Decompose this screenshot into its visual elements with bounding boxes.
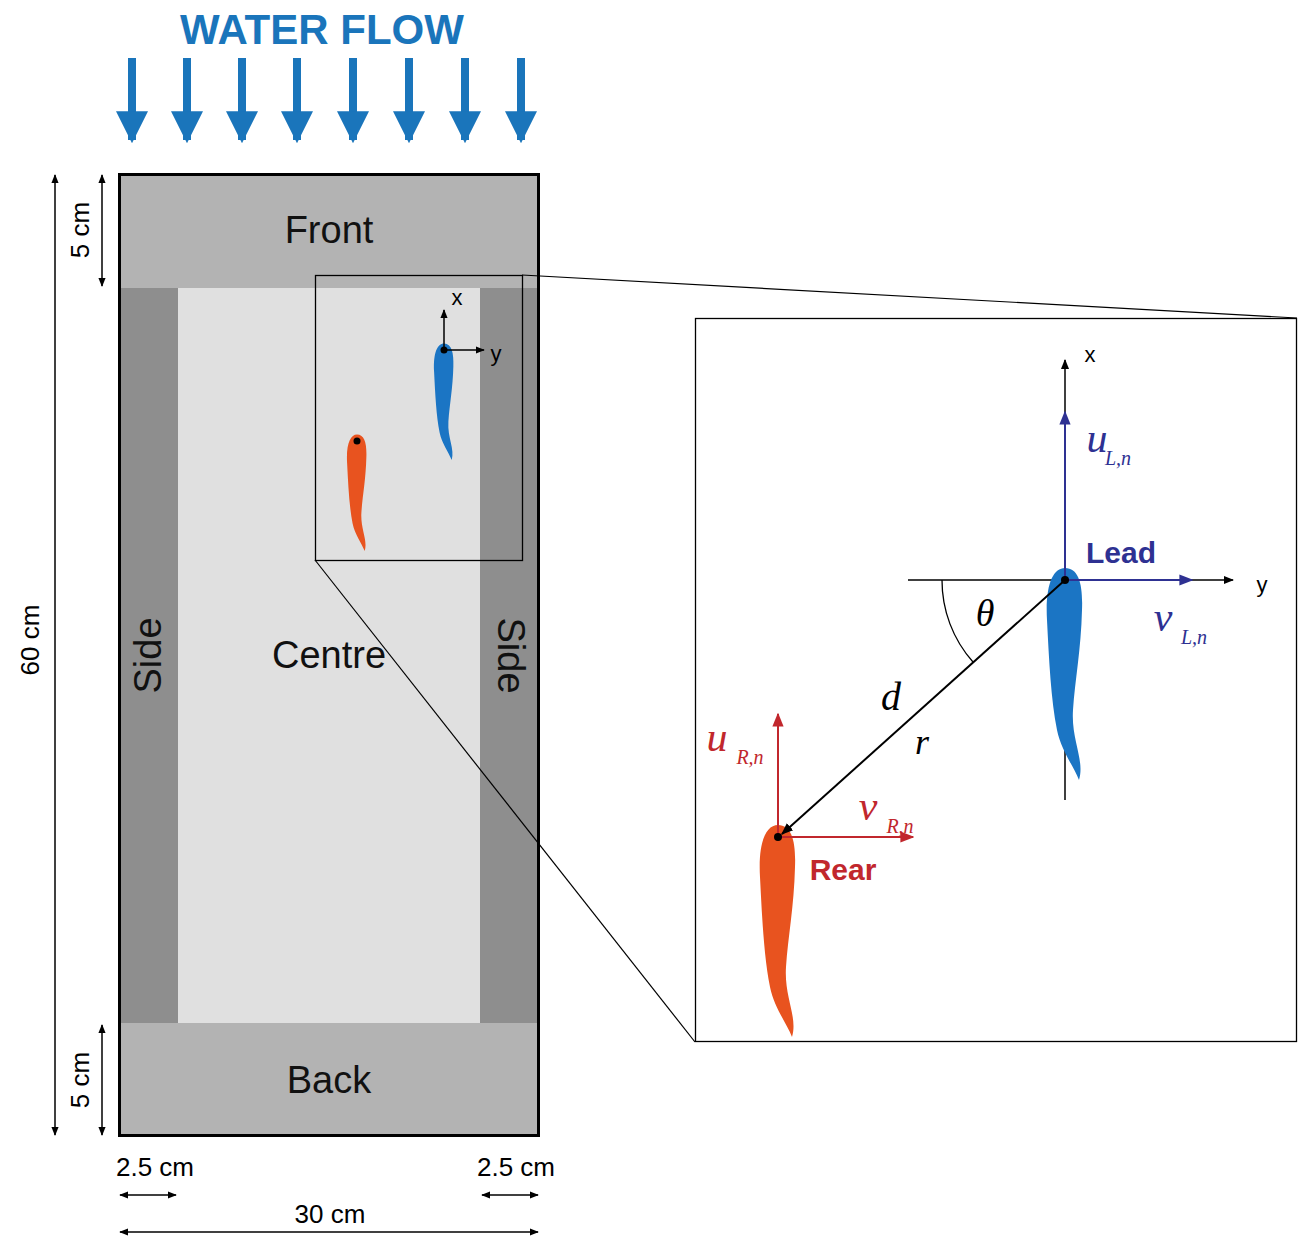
velocity-symbol: v — [859, 785, 878, 827]
flow-arrow — [461, 58, 469, 140]
region-label: Side — [127, 617, 170, 693]
rear-fish — [347, 434, 366, 551]
tank-region: Front — [118, 173, 540, 288]
zoom-source-box — [316, 276, 523, 561]
dimension-label: 60 cm — [17, 605, 43, 676]
angle-symbol: θ — [976, 594, 995, 632]
tank-region: Centre — [178, 288, 480, 1023]
tank-region: Side — [480, 288, 540, 1023]
velocity-subscript: R,n — [886, 816, 913, 836]
title-label: WATER FLOW — [180, 9, 464, 51]
flow-arrow — [183, 58, 191, 140]
velocity-subscript: L,n — [1181, 627, 1207, 647]
flow-arrow — [128, 58, 136, 140]
axis-label: x — [452, 287, 463, 309]
distance-symbol: d — [881, 677, 901, 717]
axis-label: y — [1257, 574, 1268, 596]
dimension-label: 5 cm — [67, 202, 93, 258]
flow-arrow — [517, 58, 525, 140]
vector-symbol: r⃗ — [915, 724, 957, 760]
dimension-label: 2.5 cm — [116, 1154, 194, 1180]
fish-label: Rear — [810, 855, 877, 885]
flow-arrow — [405, 58, 413, 140]
axis-label: y — [491, 343, 502, 365]
zoom-box — [696, 319, 1297, 1042]
tank-region: Side — [118, 288, 178, 1023]
region-label: Centre — [272, 634, 386, 677]
flow-arrows — [132, 58, 521, 140]
fish-label: Lead — [1086, 538, 1156, 568]
lead-fish-zoom — [1047, 568, 1082, 780]
flow-arrow — [238, 58, 246, 140]
tank-region: Back — [118, 1023, 540, 1137]
tank-outline — [120, 175, 539, 1136]
lead-fish — [434, 343, 453, 460]
axis-label: x — [1085, 344, 1096, 366]
region-label: Front — [285, 209, 374, 252]
flow-arrow — [349, 58, 357, 140]
velocity-symbol: u — [1087, 417, 1108, 459]
velocity-symbol: u — [707, 716, 728, 758]
velocity-subscript: R,n — [736, 747, 763, 767]
velocity-subscript: L,n — [1105, 448, 1131, 468]
velocity-symbol: v — [1154, 596, 1173, 638]
region-label: Side — [489, 617, 532, 693]
dimension-lines — [55, 175, 538, 1232]
dimension-label: 30 cm — [295, 1201, 366, 1227]
flow-arrow — [293, 58, 301, 140]
region-label: Back — [287, 1059, 371, 1102]
theta-arc — [942, 580, 973, 662]
dimension-label: 2.5 cm — [477, 1154, 555, 1180]
rear-fish-zoom — [760, 825, 795, 1037]
dimension-label: 5 cm — [67, 1052, 93, 1108]
